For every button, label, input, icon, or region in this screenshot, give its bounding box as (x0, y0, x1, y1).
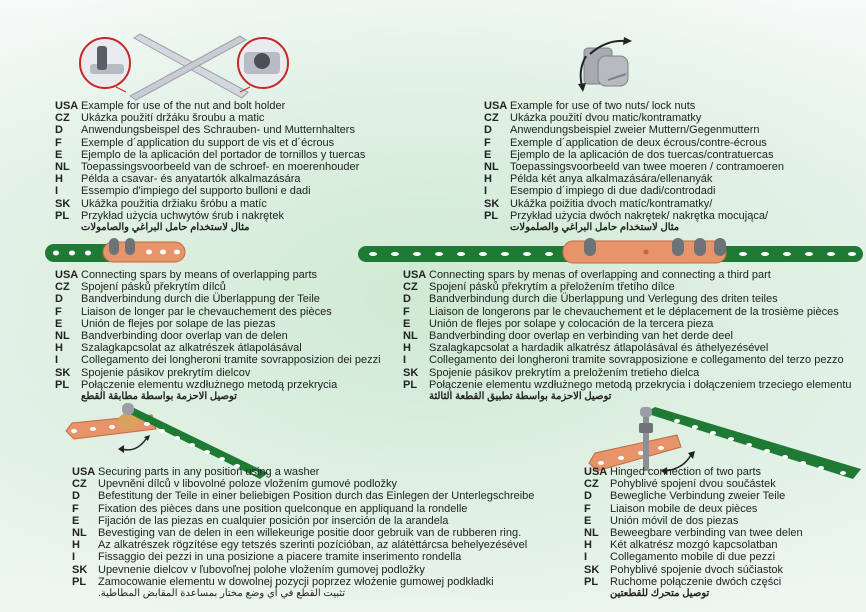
long-bolt-icon (643, 411, 649, 471)
orange-strip (588, 434, 682, 472)
caption-arabic: توصيل متحرك للقطعتين (610, 588, 710, 600)
bolt-icon (584, 238, 596, 256)
third-part-illustration (358, 238, 863, 264)
bolt-icon (122, 403, 134, 415)
overlapping-strips-illustration (45, 238, 186, 263)
caption-arabic: توصيل الاحزمة بواسطة مطابقة القطع (81, 391, 237, 403)
rotation-arrow-icon (589, 39, 625, 55)
bolt-icon (97, 46, 107, 70)
washer-icon (118, 413, 138, 429)
rotation-arrow-icon (121, 438, 147, 451)
bolt-icon (672, 238, 684, 256)
green-strip (124, 407, 268, 479)
two-nuts-illustration (578, 37, 632, 92)
bolt-icon (714, 238, 726, 256)
hinged-illustration (588, 407, 861, 479)
green-strip (645, 407, 861, 479)
bolt-icon (125, 238, 135, 255)
nut-icon (639, 423, 653, 433)
nut-bolt-holder-illustration (79, 33, 289, 101)
bolt-icon (694, 238, 706, 256)
orange-strip (102, 241, 186, 263)
nut-icon (254, 53, 270, 69)
bolt-icon (109, 238, 119, 255)
caption-arabic: تثبيت القطع في أي وضع مختار بمساعدة المق… (98, 588, 346, 600)
caption-arabic: مثال لاستخدام حامل البراغي والصلمولات (510, 222, 680, 234)
crossed-metal-strips (129, 33, 249, 101)
lock-nut-icon (597, 55, 629, 87)
washer-illustration (65, 403, 268, 479)
caption-arabic: توصيل الاحزمة بواسطة تطبيق القطعة الثالث… (429, 391, 612, 403)
rotation-arrow-icon (664, 454, 692, 472)
caption-arabic: مثال لاستخدام حامل البراغي والصامولات (81, 222, 250, 234)
